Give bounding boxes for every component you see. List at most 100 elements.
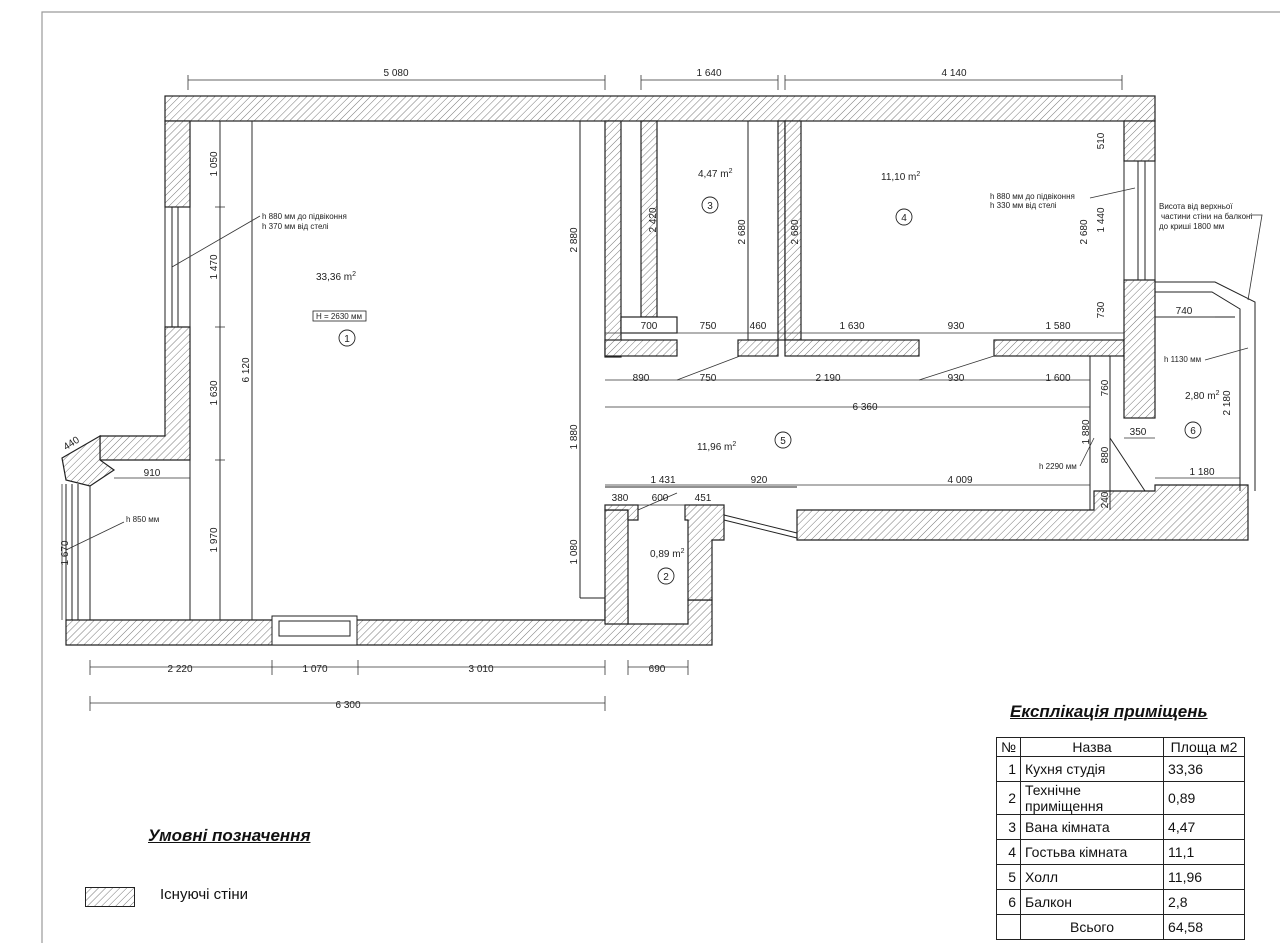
note-balcony-height-1: Висота від верхньої [1159,202,1233,211]
dim-920: 920 [751,475,768,486]
room-2-number: 2 [663,572,669,583]
note-balcony-height-3: до криші 1800 мм [1159,222,1224,231]
total-label: Всього [1020,914,1165,940]
dim-bottom-690: 690 [649,664,666,675]
row-num: 6 [995,889,1022,915]
dim-890: 890 [633,373,650,384]
dim-1880: 1 880 [569,424,580,449]
dim-1970: 1 970 [209,527,220,552]
dim-700: 700 [641,321,658,332]
legend-hatch-swatch [85,887,135,907]
total-num-empty [995,914,1022,940]
dim-350: 350 [1130,427,1147,438]
sheet-frame [41,11,1280,943]
room-6-number: 6 [1190,426,1196,437]
dim-2680-guest-left: 2 680 [790,219,801,244]
row-num: 2 [995,781,1022,815]
room-6: 2,80 m2 6 [1184,390,1220,439]
dim-1630-h: 1 630 [839,321,864,332]
dim-2680-guest-right: 2 680 [1079,219,1090,244]
row-name: Балкон [1020,889,1165,915]
room-1: 33,36 m2 1 [316,271,356,347]
dim-1050: 1 050 [209,151,220,176]
row-num: 3 [995,814,1022,840]
dimension-lines [61,75,1240,711]
note-h1130: h 1130 мм [1164,355,1201,364]
row-area: 2,8 [1163,889,1246,915]
dim-600: 600 [652,493,669,504]
dim-740: 740 [1176,306,1193,317]
dim-2180: 2 180 [1222,390,1233,415]
legend-existing-walls-label: Існуючі стіни [160,886,249,903]
legend-title: Умовні позначення [148,826,311,845]
room-6-area: 2,80 m2 [1185,390,1220,402]
row-area: 0,89 [1163,781,1246,815]
note-window2-sill: h 880 мм до підвіконня [990,192,1075,201]
dim-4009: 4 009 [947,475,972,486]
dim-451: 451 [695,493,712,504]
dim-380: 380 [612,493,629,504]
dim-1630-v: 1 630 [209,380,220,405]
row-name: Кухня студія [1020,756,1165,782]
dim-750-top: 750 [700,321,717,332]
dim-1431: 1 431 [650,475,675,486]
explication-table: № Назва Площа м2 1 Кухня студія 33,36 2 … [995,737,1246,940]
table-row: 1 Кухня студія 33,36 [995,756,1246,782]
room-5-number: 5 [780,436,786,447]
dim-bottom-6300: 6 300 [335,700,360,711]
row-name: Холл [1020,864,1165,890]
dim-2680-bath: 2 680 [737,219,748,244]
note-balcony-height-2: частини стіни на балконі [1161,212,1252,221]
header-num: № [995,737,1022,757]
table-total-row: Всього 64,58 [995,914,1246,940]
dim-880: 880 [1100,446,1111,463]
dim-bottom-2220: 2 220 [167,664,192,675]
dim-2190: 2 190 [815,373,840,384]
dim-750-bottom: 750 [700,373,717,384]
row-name: Технічне приміщення [1020,781,1165,815]
note-h2290: h 2290 мм [1039,462,1077,471]
table-row: 2 Технічне приміщення 0,89 [995,781,1246,815]
header-area: Площа м2 [1163,737,1246,757]
annotation-notes: h 880 мм до підвіконня h 370 мм від стел… [65,187,1263,551]
dim-top-1640: 1 640 [696,68,721,79]
room-labels: 33,36 m2 1 0,89 m2 2 4,47 m2 3 11,10 m2 … [316,168,1220,585]
room-4-area: 11,10 m2 [881,171,920,183]
existing-walls [61,95,1249,646]
dim-1470: 1 470 [209,254,220,279]
room-1-number: 1 [344,334,350,345]
table-row: 5 Холл 11,96 [995,864,1246,890]
dim-460: 460 [750,321,767,332]
dim-bottom-3010: 3 010 [468,664,493,675]
dim-510: 510 [1096,132,1107,149]
explication-title: Експлікація приміщень [1010,702,1208,721]
dim-1580: 1 580 [1045,321,1070,332]
room-3-area: 4,47 m2 [698,168,733,180]
row-num: 5 [995,864,1022,890]
row-area: 11,1 [1163,839,1246,865]
explication-header-row: № Назва Площа м2 [995,737,1246,757]
dim-760: 760 [1100,379,1111,396]
dim-1600: 1 600 [1045,373,1070,384]
dim-top-4140: 4 140 [941,68,966,79]
room-4-number: 4 [901,213,907,224]
dim-930-top: 930 [948,321,965,332]
total-area: 64,58 [1163,914,1246,940]
dim-730: 730 [1096,301,1107,318]
dim-930-bottom: 930 [948,373,965,384]
dim-6120: 6 120 [241,357,252,382]
row-area: 11,96 [1163,864,1246,890]
table-row: 4 Гостьва кімната 11,1 [995,839,1246,865]
room-2-area: 0,89 m2 [650,548,685,560]
note-window2-ceiling: h 330 мм від стелі [990,201,1057,210]
row-num: 4 [995,839,1022,865]
note-window1-ceiling: h 370 мм від стелі [262,222,329,231]
row-name: Гостьва кімната [1020,839,1165,865]
dim-6360: 6 360 [852,402,877,413]
row-area: 4,47 [1163,814,1246,840]
room-1-area: 33,36 m2 [316,271,356,283]
room-3-number: 3 [707,201,713,212]
dim-top-5080: 5 080 [383,68,408,79]
room-5: 11,96 m2 5 [697,431,792,453]
room-3: 4,47 m2 3 [698,168,733,214]
